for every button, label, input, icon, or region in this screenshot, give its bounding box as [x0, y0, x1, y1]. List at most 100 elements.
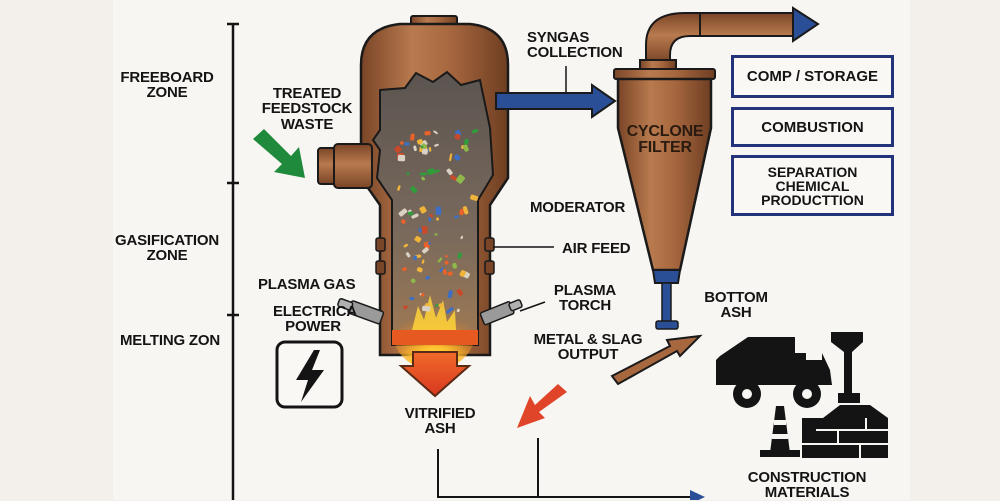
waste-particle [411, 213, 419, 219]
waste-particle [454, 215, 459, 219]
waste-particle [400, 141, 404, 145]
waste-particle [406, 172, 410, 176]
waste-particle [424, 130, 431, 136]
waste-particle [470, 194, 479, 201]
waste-particles [394, 129, 479, 314]
waste-particle [419, 172, 428, 176]
output-box-label: COMBUSTION [761, 118, 864, 136]
waste-particle [403, 305, 408, 310]
waste-particle [462, 206, 469, 215]
label-electrical-power: ELECTRICA POWER [273, 303, 358, 336]
waste-particle [425, 275, 430, 280]
feedstock-arrow [253, 129, 305, 178]
waste-particle [444, 255, 448, 258]
plasma-torch-leader [519, 301, 546, 312]
output-box-combustion: COMBUSTION [731, 107, 894, 147]
red-arrow [517, 384, 567, 428]
waste-particle [442, 269, 447, 275]
label-bottom-ash: BOTTOM ASH [704, 289, 768, 322]
waste-particle [394, 145, 402, 153]
waste-particle [421, 176, 426, 181]
zone-label-melting: MELTING ZON [119, 332, 220, 349]
waste-particle [419, 206, 427, 214]
label-plasma-torch: PLASMA TORCH [553, 282, 617, 315]
waste-particle [464, 138, 469, 146]
waste-particle [444, 260, 449, 265]
waste-particle [437, 257, 443, 263]
cyclone-filter [613, 6, 820, 330]
waste-particle [453, 154, 461, 161]
waste-particle [401, 219, 406, 224]
waste-particle [397, 185, 401, 191]
waste-particle [454, 133, 461, 140]
waste-particle [410, 278, 416, 284]
label-moderator: MODERATOR [530, 199, 626, 216]
waste-particle [421, 148, 428, 155]
waste-particle [435, 206, 442, 216]
waste-particle [459, 208, 465, 216]
waste-particle [413, 145, 417, 152]
syngas-arrow [495, 66, 617, 119]
waste-particle [420, 293, 425, 297]
waste-particle [416, 138, 423, 145]
waste-particle [420, 145, 424, 149]
ash-connector-lines [437, 438, 705, 500]
zone-ruler [227, 22, 239, 500]
waste-particle [414, 235, 422, 243]
waste-particle [427, 168, 435, 175]
waste-particle [421, 259, 425, 264]
waste-particle [398, 208, 408, 217]
waste-particle [405, 252, 411, 258]
waste-particle [460, 235, 464, 240]
waste-particle [428, 242, 431, 245]
label-syngas-collection: SYNGAS COLLECTION [527, 29, 623, 62]
waste-particle [402, 267, 407, 272]
label-metal-slag-output: METAL & SLAG OUTPUT [533, 331, 643, 364]
waste-particle [409, 296, 415, 301]
waste-particle [422, 247, 429, 254]
waste-particle [452, 262, 457, 269]
vitrified-ash-arrow [398, 351, 472, 398]
label-treated-feedstock: TREATED FEEDSTOCK WASTE [261, 85, 353, 133]
waste-particle [429, 214, 434, 218]
waste-particle [435, 303, 439, 307]
zone-label-gasification: GASIFICATION ZONE [115, 232, 219, 265]
waste-particle [428, 216, 432, 222]
waste-particle [455, 174, 466, 184]
output-box-separation: SEPARATION CHEMICAL PRODUCTTION [731, 155, 894, 216]
waste-particle [449, 153, 453, 162]
label-vitrified-ash: VITRIFIED ASH [404, 405, 476, 438]
zone-label-freeboard: FREEBOARD ZONE [120, 69, 214, 102]
output-box-label: SEPARATION CHEMICAL PRODUCTTION [761, 163, 864, 208]
waste-particle [421, 226, 428, 234]
construction-materials-icon [716, 332, 888, 458]
plasma-torch-left [337, 298, 385, 325]
waste-particle [413, 255, 417, 261]
waste-particle [434, 233, 438, 236]
waste-particle [403, 243, 409, 248]
waste-particle [434, 143, 439, 147]
label-air-feed: AIR FEED [562, 240, 631, 257]
waste-particle [456, 288, 464, 296]
waste-particle [422, 305, 431, 312]
waste-particle [397, 154, 406, 162]
lightning-bolt-icon [275, 340, 344, 409]
waste-particle [433, 130, 438, 135]
waste-particle [462, 144, 469, 152]
waste-particle [450, 174, 457, 181]
label-cyclone-filter: CYCLONE FILTER [626, 123, 704, 157]
waste-particle [428, 147, 432, 152]
waste-particle [410, 186, 418, 194]
waste-particle [404, 142, 410, 146]
label-construction-materials: CONSTRUCTION MATERIALS [747, 469, 867, 501]
waste-particle [457, 252, 462, 259]
waste-particle [446, 168, 453, 176]
waste-particle [433, 169, 440, 173]
waste-particle [471, 129, 479, 134]
waste-particle [446, 306, 454, 314]
waste-particle [447, 271, 453, 276]
waste-particle [439, 267, 444, 273]
label-plasma-gas: PLASMA GAS [258, 276, 356, 293]
output-box-label: COMP / STORAGE [746, 68, 879, 85]
